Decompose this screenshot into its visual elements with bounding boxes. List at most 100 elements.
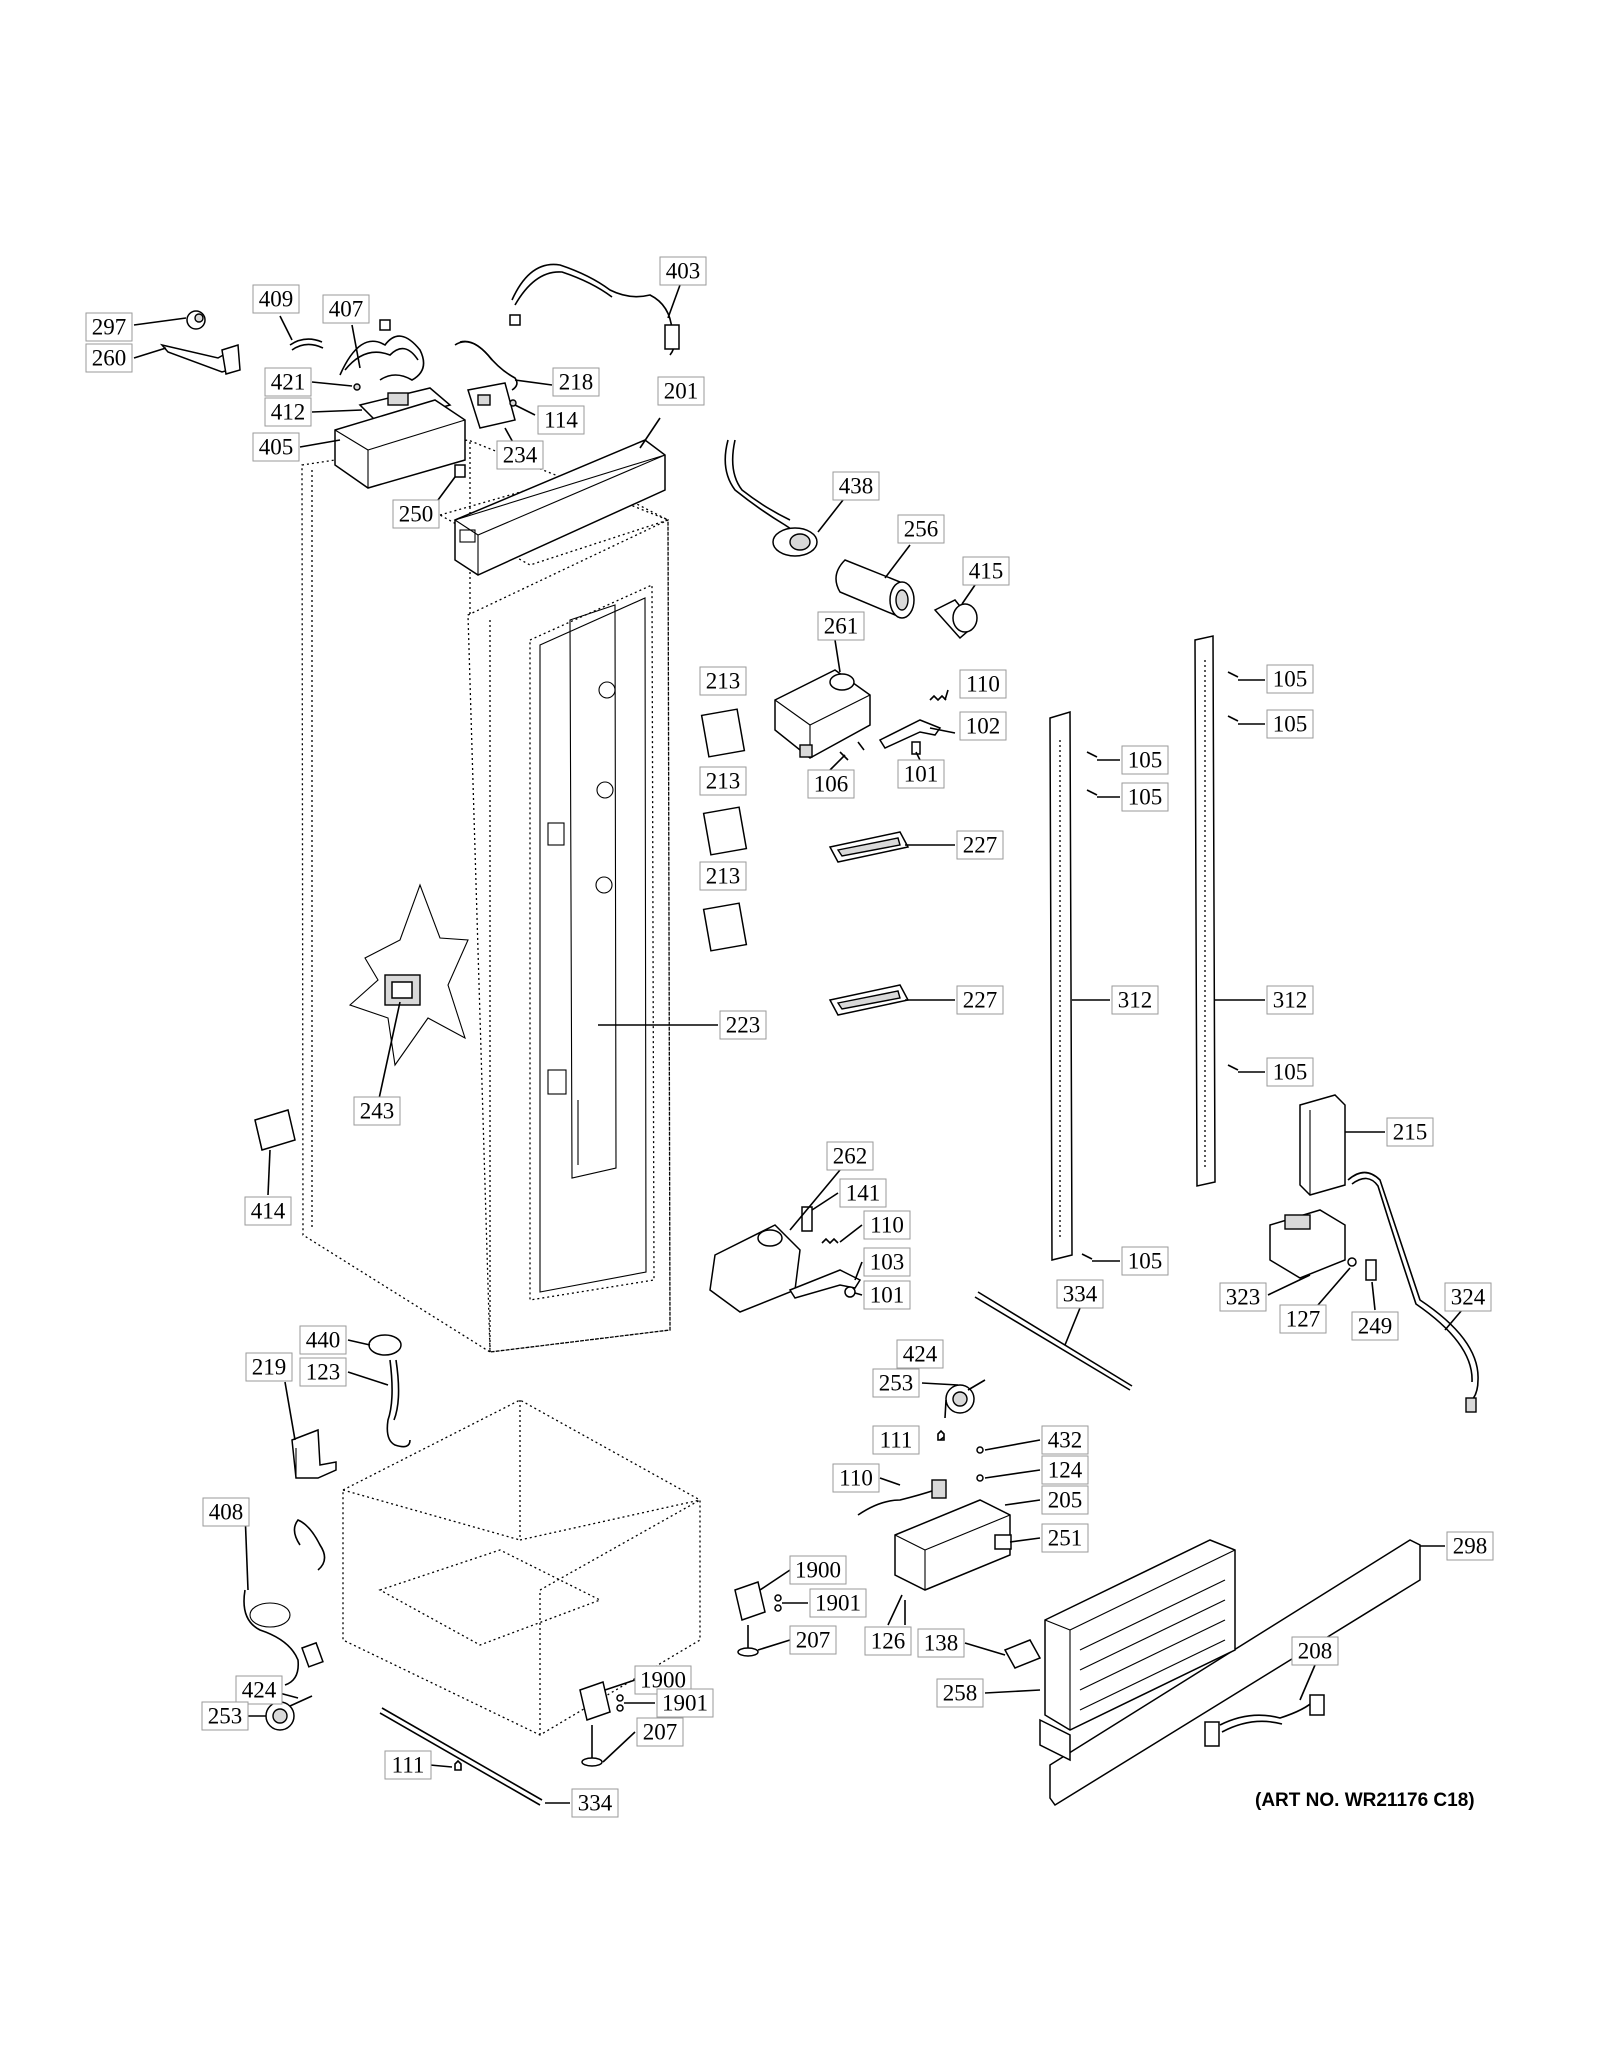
cabinet-outline (301, 439, 671, 1353)
svg-text:105: 105 (1273, 1060, 1308, 1085)
callout-219: 219 (245, 1352, 293, 1382)
svg-text:1901: 1901 (815, 1591, 861, 1616)
svg-text:243: 243 (360, 1099, 395, 1124)
callout-421: 421 (264, 367, 312, 397)
svg-text:110: 110 (839, 1466, 873, 1491)
svg-text:1901: 1901 (662, 1691, 708, 1716)
wheel-253-part (265, 1379, 986, 1731)
svg-text:123: 123 (306, 1360, 341, 1385)
svg-text:223: 223 (726, 1013, 761, 1038)
svg-text:297: 297 (92, 315, 127, 340)
svg-text:258: 258 (943, 1681, 978, 1706)
svg-text:213: 213 (706, 864, 741, 889)
kick-plate-298-part (1049, 1539, 1421, 1807)
callout-256: 256 (897, 514, 945, 544)
svg-text:124: 124 (1048, 1458, 1083, 1483)
callout-440: 440 (299, 1325, 347, 1355)
callout-403: 403 (659, 256, 707, 286)
callout-1901a: 1901 (809, 1588, 867, 1618)
svg-text:205: 205 (1048, 1488, 1083, 1513)
harness-218-part (454, 340, 518, 429)
svg-text:312: 312 (1118, 988, 1153, 1013)
grille-258-part (1039, 1539, 1236, 1762)
svg-text:141: 141 (846, 1181, 881, 1206)
callout-253a: 253 (872, 1368, 920, 1398)
svg-text:126: 126 (871, 1629, 906, 1654)
svg-text:251: 251 (1048, 1526, 1083, 1551)
callout-424b: 424 (235, 1675, 283, 1705)
callout-114: 114 (537, 405, 585, 435)
callout-141: 141 (839, 1178, 887, 1208)
callout-405: 405 (252, 432, 300, 462)
hinge-262-part (709, 1206, 862, 1313)
callout-407: 407 (322, 294, 370, 324)
callout-438: 438 (832, 471, 880, 501)
svg-text:227: 227 (963, 988, 998, 1013)
handle-227-part (828, 831, 910, 1016)
housing-205-part (857, 1479, 1012, 1625)
callout-312a: 312 (1111, 985, 1159, 1015)
svg-text:260: 260 (92, 346, 127, 371)
svg-text:105: 105 (1273, 712, 1308, 737)
rail-312-part (1049, 635, 1216, 1261)
svg-text:201: 201 (664, 379, 699, 404)
svg-text:409: 409 (259, 287, 294, 312)
callout-215: 215 (1386, 1117, 1434, 1147)
callout-414: 414 (244, 1196, 292, 1226)
clip-138-part (1003, 1639, 1042, 1669)
art-number: (ART NO. WR21176 C18) (1255, 1790, 1475, 1811)
callout-201: 201 (657, 376, 705, 406)
svg-text:208: 208 (1298, 1639, 1333, 1664)
svg-text:424: 424 (903, 1342, 938, 1367)
control-board-412-part (334, 383, 466, 489)
svg-text:250: 250 (399, 502, 434, 527)
callout-213b: 213 (699, 766, 747, 796)
svg-text:106: 106 (814, 772, 849, 797)
callout-102: 102 (959, 711, 1007, 741)
callout-424a: 424 (896, 1339, 944, 1369)
callout-243: 243 (353, 1096, 401, 1126)
lever-102-part (839, 694, 947, 761)
callout-126: 126 (864, 1626, 912, 1656)
callout-105d: 105 (1121, 782, 1169, 812)
svg-text:412: 412 (271, 400, 306, 425)
callout-1900b: 1900 (634, 1665, 692, 1695)
svg-text:105: 105 (1273, 667, 1308, 692)
harness-208-part (1204, 1694, 1325, 1747)
svg-text:102: 102 (966, 714, 1001, 739)
valve-438-part (724, 439, 818, 557)
svg-text:256: 256 (904, 517, 939, 542)
svg-text:1900: 1900 (795, 1558, 841, 1583)
rod-334-part (379, 1291, 1133, 1806)
callout-103: 103 (863, 1247, 911, 1277)
svg-text:213: 213 (706, 669, 741, 694)
svg-text:323: 323 (1226, 1285, 1261, 1310)
callout-110b: 110 (863, 1210, 911, 1240)
callout-105b: 105 (1266, 709, 1314, 739)
callout-312b: 312 (1266, 985, 1314, 1015)
callout-409: 409 (252, 284, 300, 314)
callout-105c: 105 (1121, 745, 1169, 775)
svg-text:408: 408 (209, 1500, 244, 1525)
svg-text:405: 405 (259, 435, 294, 460)
svg-text:103: 103 (870, 1250, 905, 1275)
hinge-323-part (1269, 1171, 1479, 1413)
callout-213a: 213 (699, 666, 747, 696)
svg-text:111: 111 (392, 1753, 425, 1778)
callout-324: 324 (1444, 1282, 1492, 1312)
callout-101b: 101 (863, 1280, 911, 1310)
svg-text:253: 253 (879, 1371, 914, 1396)
svg-text:414: 414 (251, 1199, 286, 1224)
fasteners-111-part (454, 1429, 984, 1771)
callout-262: 262 (826, 1141, 874, 1171)
callout-223: 223 (719, 1010, 767, 1040)
svg-text:138: 138 (924, 1631, 959, 1656)
svg-text:312: 312 (1273, 988, 1308, 1013)
callout-218: 218 (552, 367, 600, 397)
bracket-215-part (1299, 1094, 1346, 1196)
svg-text:213: 213 (706, 769, 741, 794)
svg-text:440: 440 (306, 1328, 341, 1353)
svg-text:261: 261 (824, 614, 859, 639)
svg-text:324: 324 (1451, 1285, 1486, 1310)
